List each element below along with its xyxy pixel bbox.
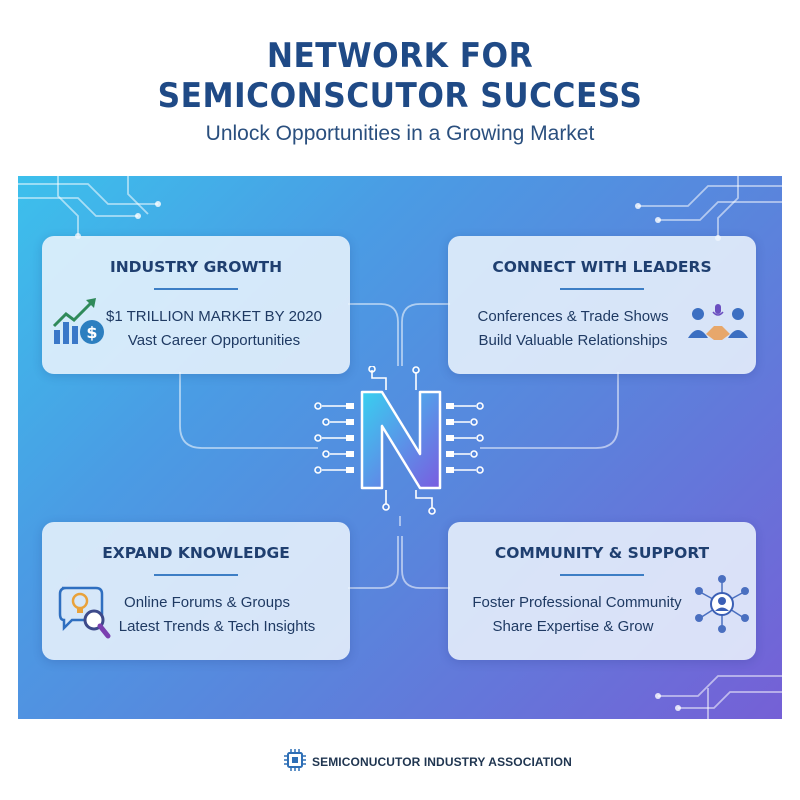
card-divider — [560, 574, 644, 576]
footer: SEMICONUCUTOR INDUSTRY ASSOCIATION — [0, 744, 800, 784]
handshake-people-icon — [688, 304, 748, 340]
organization-name: SEMICONUCUTOR INDUSTRY ASSOCIATION — [312, 755, 572, 769]
card-community-support: COMMUNITY & SUPPORT Foster Professional … — [448, 522, 756, 660]
circuit-n-logo-icon — [314, 366, 484, 515]
card-expand-knowledge: EXPAND KNOWLEDGE Online Forums & Groups … — [42, 522, 350, 660]
community-network-icon — [695, 575, 749, 633]
growth-chart-dollar-icon: $ — [52, 298, 104, 344]
card-line-2: Vast Career Opportunities — [127, 332, 301, 349]
card-divider — [154, 288, 238, 290]
card-line-2: Share Expertise & Grow — [492, 618, 654, 635]
card-line-2: Latest Trends & Tech Insights — [118, 618, 316, 635]
card-line-1: Foster Professional Community — [472, 594, 682, 611]
card-title: EXPAND KNOWLEDGE — [102, 544, 290, 562]
header: NETWORK FOR SEMICONSCUTOR SUCCESS Unlock… — [0, 0, 800, 172]
card-connect-with-leaders: CONNECT WITH LEADERS Conferences & Trade… — [448, 236, 756, 374]
page-subtitle: Unlock Opportunities in a Growing Market — [205, 122, 595, 145]
card-title: COMMUNITY & SUPPORT — [494, 544, 710, 562]
card-line-1: $1 TRILLION MARKET BY 2020 — [106, 308, 322, 325]
card-line-1: Conferences & Trade Shows — [477, 308, 669, 325]
card-title: CONNECT WITH LEADERS — [492, 258, 712, 276]
card-divider — [560, 288, 644, 290]
infographic-panel: INDUSTRY GROWTH $ $1 TRILLION MARKET BY … — [18, 176, 782, 719]
svg-text:$: $ — [86, 323, 97, 342]
card-industry-growth: INDUSTRY GROWTH $ $1 TRILLION MARKET BY … — [42, 236, 350, 374]
card-title: INDUSTRY GROWTH — [109, 258, 283, 276]
card-line-2: Build Valuable Relationships — [478, 332, 668, 349]
page-title-line-2: SEMICONSCUTOR SUCCESS — [157, 76, 643, 116]
lightbulb-magnifier-icon — [58, 586, 111, 639]
circuit-traces-graphic — [18, 176, 782, 719]
chip-icon — [284, 749, 306, 771]
card-line-1: Online Forums & Groups — [124, 594, 290, 611]
card-divider — [154, 574, 238, 576]
page-title-line-1: NETWORK FOR — [266, 36, 534, 76]
